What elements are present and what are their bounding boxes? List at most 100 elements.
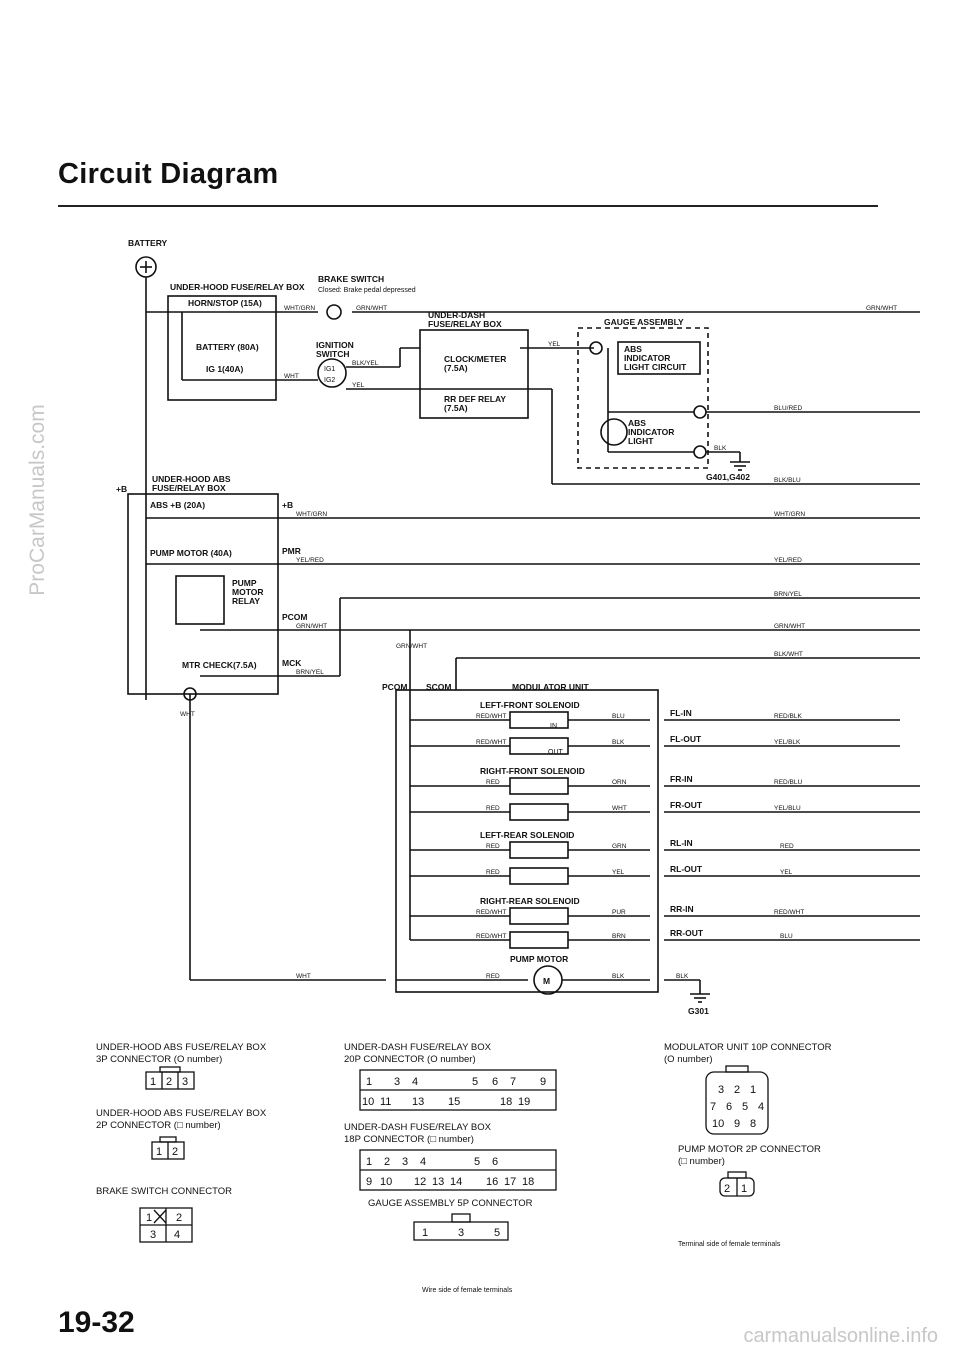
fl-out-label: FL-OUT bbox=[670, 734, 702, 744]
battery-label: BATTERY bbox=[128, 238, 168, 248]
wire-label: RED/BLK bbox=[774, 713, 802, 720]
wire-label: RED/WHT bbox=[476, 713, 506, 720]
bottom-watermark: carmanualsonline.info bbox=[743, 1325, 938, 1347]
wire-label: WHT bbox=[180, 711, 195, 718]
c4-pin: 4 bbox=[412, 1076, 418, 1088]
c4-pin: 1 bbox=[366, 1076, 372, 1088]
ground-g401: G401,G402 bbox=[706, 472, 750, 482]
brake-switch-label: BRAKE SWITCH bbox=[318, 274, 384, 284]
c4-pin: 6 bbox=[492, 1076, 498, 1088]
c3-pin: 2 bbox=[176, 1212, 182, 1224]
c4-pin: 9 bbox=[540, 1076, 546, 1088]
labels-layer: BATTERY UNDER-HOOD FUSE/RELAY BOX HORN/S… bbox=[116, 238, 897, 1016]
wire-label: RED bbox=[486, 869, 500, 876]
pump-motor-label: PUMP MOTOR bbox=[510, 954, 568, 964]
motor-symbol: M bbox=[543, 976, 550, 986]
wire-label: WHT/GRN bbox=[774, 511, 805, 518]
ig1-terminal: IG1 bbox=[324, 366, 335, 373]
c5-title: UNDER-DASH FUSE/RELAY BOX bbox=[344, 1122, 492, 1133]
rl-in-label: RL-IN bbox=[670, 838, 693, 848]
c7-title: MODULATOR UNIT 10P CONNECTOR bbox=[664, 1042, 832, 1053]
underhood-box-label: UNDER-HOOD FUSE/RELAY BOX bbox=[170, 282, 305, 292]
wire-label: YEL/RED bbox=[774, 557, 802, 564]
wire-label: BLU bbox=[780, 933, 793, 940]
c6-pin: 3 bbox=[458, 1227, 464, 1239]
c7-pin: 8 bbox=[750, 1118, 756, 1130]
c7-pin: 4 bbox=[758, 1101, 764, 1113]
c8-pin: 2 bbox=[724, 1183, 730, 1195]
wire-label: RED/BLU bbox=[774, 779, 802, 786]
c5-pin: 9 bbox=[366, 1176, 372, 1188]
c2-pin: 2 bbox=[172, 1146, 178, 1158]
wire-label: YEL bbox=[612, 869, 625, 876]
wire-label: BLK/BLU bbox=[774, 477, 801, 484]
wire-label: GRN bbox=[612, 843, 627, 850]
c1-title: UNDER-HOOD ABS FUSE/RELAY BOX bbox=[96, 1042, 267, 1053]
wire-label: RED/WHT bbox=[476, 909, 506, 916]
pcom-label: PCOM bbox=[282, 612, 308, 622]
c5-pin: 13 bbox=[432, 1176, 444, 1188]
modulator-unit-label: MODULATOR UNIT bbox=[512, 682, 589, 692]
c8-pin: 1 bbox=[741, 1183, 747, 1195]
underhood-abs-1: UNDER-HOOD ABS bbox=[152, 474, 231, 484]
wire-label: GRN/WHT bbox=[356, 305, 387, 312]
wires-layer bbox=[127, 256, 920, 1003]
abs-ind-circuit-1: ABS bbox=[624, 344, 642, 354]
wire-label: RED bbox=[780, 843, 794, 850]
c7-pin: 3 bbox=[718, 1084, 724, 1096]
wire-label: WHT bbox=[284, 373, 299, 380]
c7-pin: 7 bbox=[710, 1101, 716, 1113]
c2-title: UNDER-HOOD ABS FUSE/RELAY BOX bbox=[96, 1108, 267, 1119]
c5-pin: 5 bbox=[474, 1156, 480, 1168]
ignition-label-2: SWITCH bbox=[316, 349, 350, 359]
c1-pin: 2 bbox=[166, 1076, 172, 1088]
wire-label: RED/WHT bbox=[774, 909, 804, 916]
wire-label: RED bbox=[486, 843, 500, 850]
battery-fuse: BATTERY (80A) bbox=[196, 342, 259, 352]
c7-sub: (O number) bbox=[664, 1054, 713, 1065]
wire-label: BLK/YEL bbox=[352, 360, 379, 367]
mtr-check-fuse: MTR CHECK(7.5A) bbox=[182, 660, 257, 670]
wire-label: GRN/WHT bbox=[396, 643, 427, 650]
wire-label: YEL bbox=[780, 869, 793, 876]
wire-label: RED bbox=[486, 805, 500, 812]
lf-out-tag: OUT bbox=[548, 749, 564, 756]
underhood-abs-2: FUSE/RELAY BOX bbox=[152, 483, 226, 493]
rrdef-fuse-1: RR DEF RELAY bbox=[444, 394, 506, 404]
rrdef-fuse-2: (7.5A) bbox=[444, 403, 468, 413]
pump-relay-2: MOTOR bbox=[232, 587, 263, 597]
c6-pin: 1 bbox=[422, 1227, 428, 1239]
wire-label: BRN/YEL bbox=[296, 669, 324, 676]
c6-title: GAUGE ASSEMBLY 5P CONNECTOR bbox=[368, 1198, 533, 1209]
c5-pin: 6 bbox=[492, 1156, 498, 1168]
wire-label: GRN/WHT bbox=[296, 623, 327, 630]
abs-light-3: LIGHT bbox=[628, 436, 654, 446]
c3-title: BRAKE SWITCH CONNECTOR bbox=[96, 1186, 232, 1197]
wire-label: BLK bbox=[676, 973, 689, 980]
wire-label: BLU/RED bbox=[774, 405, 802, 412]
c3-pin: 3 bbox=[150, 1229, 156, 1241]
c7-pin: 10 bbox=[712, 1118, 724, 1130]
solenoid-rows bbox=[410, 711, 920, 949]
wire-label: RED bbox=[486, 779, 500, 786]
gauge-assembly-label: GAUGE ASSEMBLY bbox=[604, 317, 684, 327]
pmr-label: PMR bbox=[282, 546, 301, 556]
wire-label: GRN/WHT bbox=[774, 623, 805, 630]
wire-label: WHT/GRN bbox=[296, 511, 327, 518]
wire-label: ORN bbox=[612, 779, 627, 786]
c3-pin: 1 bbox=[146, 1212, 152, 1224]
c4-pin: 7 bbox=[510, 1076, 516, 1088]
rr-out-label: RR-OUT bbox=[670, 928, 704, 938]
mck-label: MCK bbox=[282, 658, 302, 668]
c4-pin: 11 bbox=[380, 1096, 391, 1108]
c8-title: PUMP MOTOR 2P CONNECTOR bbox=[678, 1144, 821, 1155]
terminal-side-note: Terminal side of female terminals bbox=[678, 1241, 781, 1248]
fr-out-label: FR-OUT bbox=[670, 800, 703, 810]
c2-pin: 1 bbox=[156, 1146, 162, 1158]
wire-label: BLU bbox=[612, 713, 625, 720]
ig2-terminal: IG2 bbox=[324, 377, 335, 384]
c7-pin: 2 bbox=[734, 1084, 740, 1096]
c5-pin: 12 bbox=[414, 1176, 426, 1188]
c7-pin: 1 bbox=[750, 1084, 756, 1096]
